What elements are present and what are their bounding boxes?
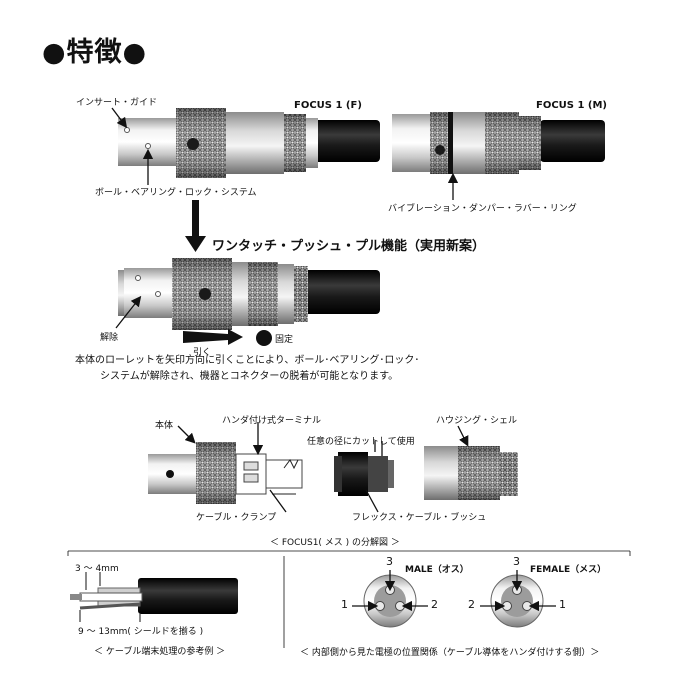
body-label: 本体 <box>155 421 174 431</box>
cable-end-drawing <box>70 578 238 614</box>
pins-caption: ＜ 内部側から見た電極の位置関係（ケーブル導体をハンダ付けする側）＞ <box>300 648 600 658</box>
down-arrow <box>185 200 206 252</box>
fixed-dot <box>256 330 272 346</box>
female-pin-diagram <box>480 570 556 628</box>
focus-f-label: FOCUS 1 (F) <box>294 100 362 111</box>
exploded-terminal <box>235 453 303 495</box>
exploded-body <box>148 442 236 504</box>
push-pull-title: ワンタッチ・プッシュ・プル機能（実用新案） <box>212 239 486 254</box>
female-pin-3: 3 <box>513 555 520 568</box>
pull-label: 引く <box>193 348 212 358</box>
focus-m-connector <box>392 112 605 174</box>
housing-shell-label: ハウジング・シェル <box>436 416 518 426</box>
cable-caption: ＜ ケーブル端末処理の参考例 ＞ <box>94 647 226 657</box>
description-line-1: 本体のローレットを矢印方向に引くことにより、ボール･ベアリング･ロック･ <box>75 355 420 366</box>
push-pull-connector <box>118 258 380 330</box>
cable-clamp-label: ケーブル・クランプ <box>196 513 277 523</box>
cut-note-label: 任意の径にカットして使用 <box>307 437 415 447</box>
insert-guide-label: インサート・ガイド <box>76 98 158 108</box>
female-label: FEMALE（メス） <box>530 565 607 575</box>
exploded-bush <box>334 452 394 496</box>
section-box <box>67 550 631 648</box>
description-line-2: システムが解除され、機器とコネクターの脱着が可能となります。 <box>100 371 399 382</box>
exploded-shell <box>424 446 518 500</box>
focus-f-connector <box>118 108 380 178</box>
male-pin-1: 1 <box>341 598 348 611</box>
pull-arrow <box>183 329 243 345</box>
male-pin-diagram <box>352 570 428 628</box>
page-heading: ●特徴● <box>42 37 148 68</box>
male-label: MALE（オス） <box>405 565 469 575</box>
focus-m-label: FOCUS 1 (M) <box>536 100 608 111</box>
cable-dim-lines <box>79 572 141 622</box>
vibration-ring-label: バイブレーション・ダンパー・ラバー・リング <box>388 204 577 214</box>
cable-dim-2: 9 〜 13mm( シールドを揃る ) <box>78 627 204 637</box>
exploded-leaders <box>177 422 469 513</box>
fixed-label: 固定 <box>275 335 294 345</box>
exploded-caption: ＜ FOCUS1( メス ) の分解図 ＞ <box>270 538 400 548</box>
male-pin-3: 3 <box>386 555 393 568</box>
female-pin-1: 1 <box>559 598 566 611</box>
cable-dim-1: 3 〜 4mm <box>75 564 119 574</box>
flex-bush-label: フレックス・ケーブル・ブッシュ <box>352 513 487 523</box>
female-pin-2: 2 <box>468 598 475 611</box>
solder-terminal-label: ハンダ付け式ターミナル <box>222 416 322 426</box>
leader-lines <box>111 107 459 329</box>
ball-lock-label: ボール・ベアリング・ロック・システム <box>95 188 257 198</box>
male-pin-2: 2 <box>431 598 438 611</box>
release-label: 解除 <box>100 333 119 343</box>
